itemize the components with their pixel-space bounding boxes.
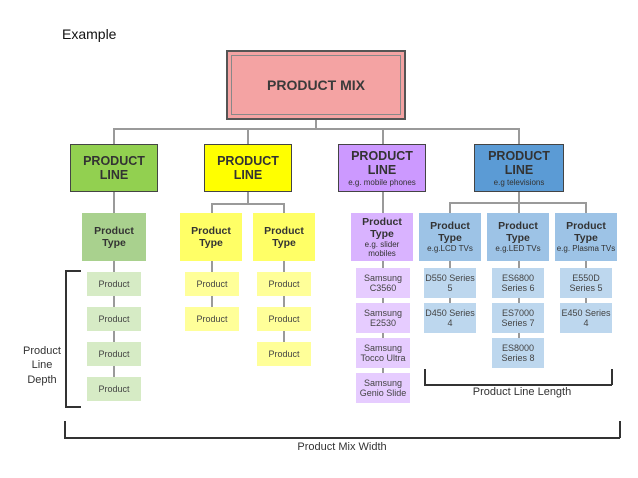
slide-title: Example bbox=[62, 26, 117, 42]
product-type-box: Product Type e.g.LED TVs bbox=[487, 213, 549, 261]
product-item: E550D Series 5 bbox=[560, 268, 612, 298]
connector bbox=[382, 191, 384, 213]
connector bbox=[283, 203, 285, 213]
connector bbox=[247, 128, 249, 144]
product-type-label: Product Type bbox=[498, 220, 538, 245]
product-line-label: PRODUCT LINE bbox=[83, 153, 145, 182]
connector bbox=[247, 191, 249, 204]
product-type-label: Product Type bbox=[362, 215, 402, 240]
product-type-example: e.g. slider mobiles bbox=[364, 239, 400, 259]
product-item: Product bbox=[257, 342, 311, 366]
product-item: D550 Series 5 bbox=[424, 268, 476, 298]
product-item: Product bbox=[185, 307, 239, 331]
product-type-label: Product Type bbox=[191, 224, 231, 249]
connector bbox=[382, 128, 384, 144]
connector bbox=[211, 203, 213, 213]
width-bracket-tick bbox=[619, 421, 621, 438]
product-type-example: e.g.LCD TVs bbox=[427, 244, 473, 254]
product-line-label: PRODUCT LINE bbox=[351, 148, 413, 177]
product-item: ES6800 Series 6 bbox=[492, 268, 544, 298]
product-type-label: Product Type bbox=[94, 224, 134, 249]
connector bbox=[449, 202, 586, 204]
product-line-depth-label: Product Line Depth bbox=[23, 345, 61, 386]
product-line-example: e.g. mobile phones bbox=[348, 178, 416, 188]
depth-bracket-tick bbox=[65, 406, 81, 408]
depth-bracket bbox=[65, 270, 67, 408]
product-item: E450 Series 4 bbox=[560, 303, 612, 333]
product-type-example: e.g. Plasma TVs bbox=[556, 244, 616, 254]
product-item: Product bbox=[257, 272, 311, 296]
product-type-box: Product Type bbox=[82, 213, 146, 261]
product-mix-inner-border bbox=[231, 55, 401, 115]
connector bbox=[113, 128, 115, 144]
width-bracket-tick bbox=[64, 421, 66, 438]
product-item: ES8000 Series 8 bbox=[492, 338, 544, 368]
product-item: Product bbox=[87, 272, 141, 296]
product-type-box: Product Type bbox=[180, 213, 242, 261]
connector bbox=[449, 202, 451, 213]
product-line-length-label: Product Line Length bbox=[472, 386, 572, 398]
length-bracket-tick bbox=[424, 369, 426, 385]
connector bbox=[518, 202, 520, 213]
product-type-label: Product Type bbox=[264, 224, 304, 249]
product-line-box: PRODUCT LINE bbox=[204, 144, 292, 192]
product-mix-width-label: Product Mix Width bbox=[297, 441, 387, 453]
product-type-box: Product Type e.g.LCD TVs bbox=[419, 213, 481, 261]
product-line-box: PRODUCT LINE e.g. mobile phones bbox=[338, 144, 426, 192]
product-type-label: Product Type bbox=[430, 220, 470, 245]
product-item: Product bbox=[257, 307, 311, 331]
connector bbox=[518, 191, 520, 203]
connector bbox=[518, 128, 520, 144]
product-item: D450 Series 4 bbox=[424, 303, 476, 333]
connector bbox=[585, 202, 587, 213]
depth-bracket-tick bbox=[65, 270, 81, 272]
connector bbox=[113, 191, 115, 213]
product-type-box: Product Type e.g. slider mobiles bbox=[351, 213, 413, 261]
product-line-label: PRODUCT LINE bbox=[217, 153, 279, 182]
product-item: Samsung E2530 bbox=[356, 303, 410, 333]
connector bbox=[113, 128, 519, 130]
product-item: Samsung C3560 bbox=[356, 268, 410, 298]
product-type-box: Product Type e.g. Plasma TVs bbox=[555, 213, 617, 261]
product-line-example: e.g televisions bbox=[493, 178, 545, 188]
product-item: Samsung Genio Slide bbox=[356, 373, 410, 403]
length-bracket-tick bbox=[611, 369, 613, 385]
product-mix-box: PRODUCT MIX bbox=[226, 50, 406, 120]
product-item: Samsung Tocco Ultra bbox=[356, 338, 410, 368]
product-item: ES7000 Series 7 bbox=[492, 303, 544, 333]
length-bracket bbox=[424, 384, 612, 386]
product-line-box: PRODUCT LINE bbox=[70, 144, 158, 192]
product-item: Product bbox=[87, 307, 141, 331]
product-item: Product bbox=[185, 272, 239, 296]
product-type-label: Product Type bbox=[566, 220, 606, 245]
connector bbox=[315, 120, 317, 129]
product-type-box: Product Type bbox=[253, 213, 315, 261]
product-line-box: PRODUCT LINE e.g televisions bbox=[474, 144, 564, 192]
product-line-label: PRODUCT LINE bbox=[488, 148, 550, 177]
connector bbox=[211, 203, 285, 205]
product-mix-label: PRODUCT MIX bbox=[267, 76, 365, 93]
product-type-example: e.g.LED TVs bbox=[495, 244, 541, 254]
width-bracket bbox=[64, 437, 620, 439]
product-item: Product bbox=[87, 342, 141, 366]
product-item: Product bbox=[87, 377, 141, 401]
